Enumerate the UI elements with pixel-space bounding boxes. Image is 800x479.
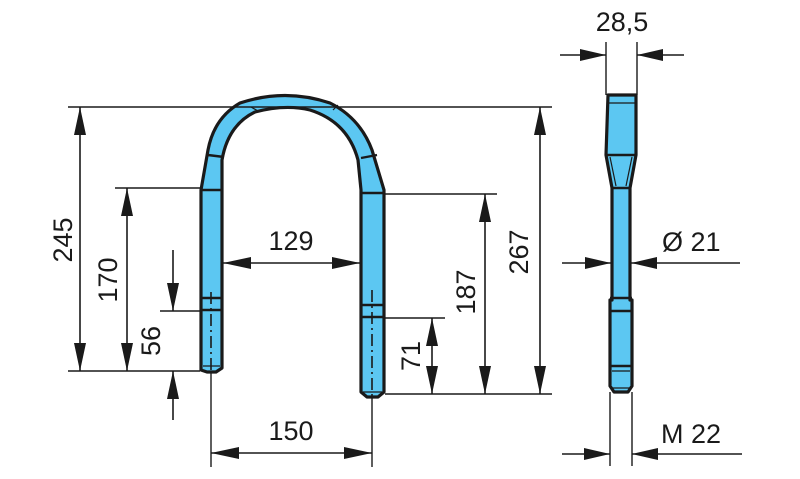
dimension-28-5: 28,5 [560, 7, 684, 61]
dimension-label-129: 129 [268, 226, 313, 256]
dimension-label-150: 150 [268, 416, 313, 446]
extension-lines [68, 106, 552, 467]
dimension-label-187: 187 [451, 269, 481, 314]
dimension-170: 170 [93, 188, 133, 371]
dimension-129: 129 [223, 226, 360, 269]
u-bolt-body [199, 93, 386, 399]
dimension-150: 150 [211, 416, 372, 459]
dimension-label-diameter-21: Ø 21 [662, 227, 721, 257]
dimension-245: 245 [48, 107, 86, 371]
u-bolt-front-view [199, 93, 386, 399]
dimension-71: 71 [396, 318, 438, 394]
dimension-diameter-21: Ø 21 [562, 227, 740, 269]
dimension-label-170: 170 [93, 257, 123, 302]
dimension-label-245: 245 [48, 217, 78, 262]
side-view-body [604, 93, 638, 394]
dimension-187: 187 [451, 194, 491, 394]
dimension-267: 267 [504, 107, 546, 394]
dimension-label-71: 71 [396, 341, 426, 371]
dimension-label-267: 267 [504, 229, 534, 274]
dimension-thread-m22: M 22 [562, 419, 742, 460]
dimension-label-thread-m22: M 22 [661, 419, 721, 449]
dimension-56: 56 [136, 250, 179, 420]
u-bolt-side-view [604, 93, 638, 394]
dimension-label-56: 56 [136, 326, 166, 356]
dimension-label-28-5: 28,5 [596, 7, 649, 37]
